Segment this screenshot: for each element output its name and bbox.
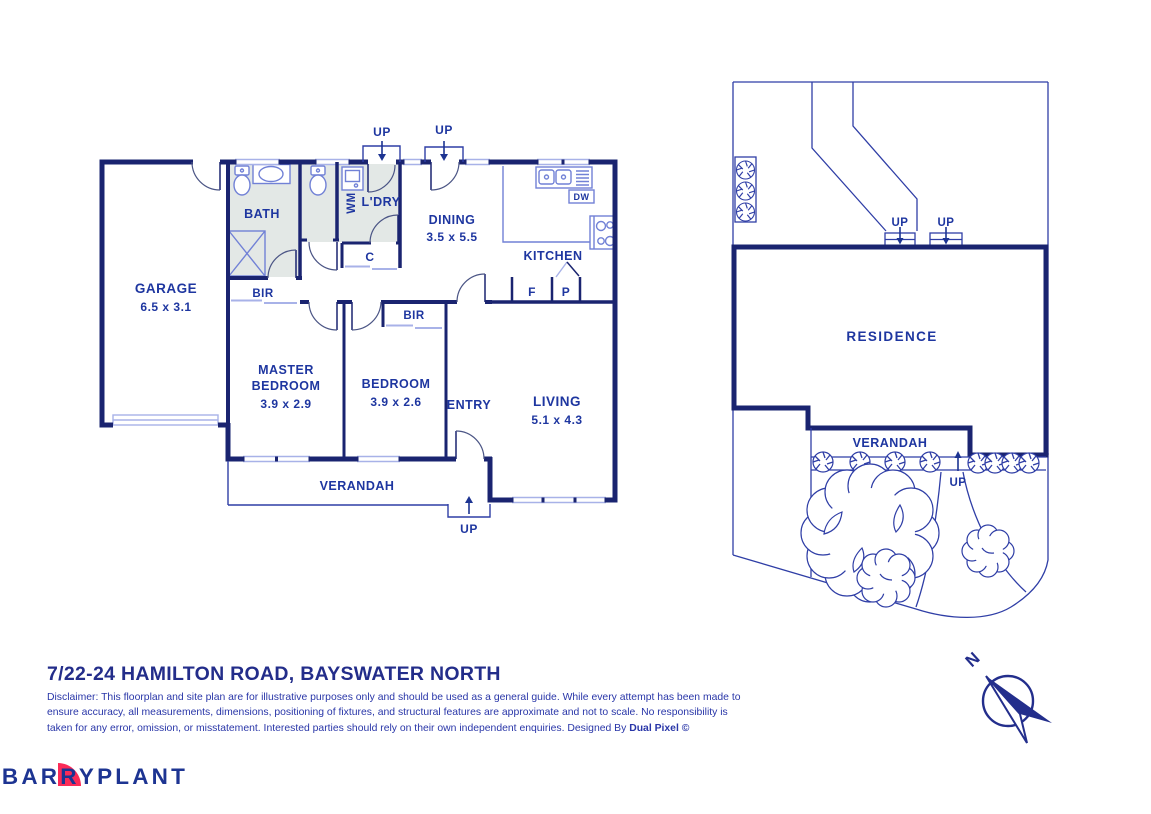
driveway — [811, 82, 918, 232]
living-label: LIVING — [533, 394, 581, 409]
washing-machine-icon — [341, 166, 364, 191]
fridge-label: F — [528, 285, 536, 299]
dining-label: DINING — [429, 213, 476, 227]
verandah-label: VERANDAH — [320, 479, 395, 493]
bush-icon — [884, 451, 906, 473]
sliding-doors — [231, 265, 442, 329]
dishwasher-label: DW — [574, 192, 590, 202]
closet-label: C — [365, 250, 374, 264]
north-label: N — [962, 648, 984, 670]
bush-icon — [812, 451, 834, 473]
kitchen-bench — [502, 166, 590, 243]
floor-plan: GARAGE 6.5 x 3.1 BATH BIR WM L'DRY C DIN… — [99, 123, 618, 536]
pantry-door — [555, 261, 580, 278]
dishwasher-icon — [568, 189, 595, 204]
site-up-left-label: UP — [892, 217, 909, 229]
garage-dims: 6.5 x 3.1 — [140, 300, 191, 314]
address-title: 7/22-24 HAMILTON ROAD, BAYSWATER NORTH — [47, 663, 501, 685]
living-dims: 5.1 x 4.3 — [531, 413, 582, 427]
cooktop-icon — [589, 215, 616, 250]
logo-mark-icon — [58, 763, 81, 786]
bush-icon — [735, 202, 756, 222]
vanity-basin-icon — [252, 163, 291, 185]
master-bedroom-label-1: MASTER — [258, 363, 314, 377]
designer-credit: Dual Pixel © — [629, 722, 690, 734]
bedroom-label: BEDROOM — [362, 377, 431, 391]
disclaimer-text: Disclaimer: This floorplan and site plan… — [47, 690, 747, 736]
entry-label: ENTRY — [447, 398, 492, 412]
wm-label: WM — [346, 192, 358, 213]
master-bedroom-dims: 3.9 x 2.9 — [260, 397, 311, 411]
toilet-icon — [309, 165, 327, 196]
up-label-bottom: UP — [460, 522, 478, 536]
garage-label: GARAGE — [135, 281, 197, 296]
site-up-right-label: UP — [938, 217, 955, 229]
laundry-label: L'DRY — [361, 195, 400, 209]
north-compass-icon: N — [962, 648, 1052, 744]
up-label-top-left: UP — [373, 125, 391, 139]
toilet-icon — [233, 165, 251, 196]
bush-icon — [919, 451, 941, 473]
verandah-outline — [227, 461, 448, 506]
doors — [191, 161, 486, 460]
bush-icon — [735, 160, 756, 180]
bedroom-dims: 3.9 x 2.6 — [370, 395, 421, 409]
bush-icon — [1018, 452, 1040, 474]
site-verandah-label: VERANDAH — [853, 436, 928, 450]
garden-bed — [734, 156, 757, 223]
dining-dims: 3.5 x 5.5 — [426, 230, 477, 244]
bir-bedroom-label: BIR — [403, 310, 425, 322]
bush-icon — [735, 181, 756, 201]
up-arrow-icon — [378, 141, 473, 514]
site-plan: RESIDENCE VERANDAH UP UP UP — [731, 81, 1049, 618]
brand-logo: BARRYPLANT — [2, 763, 188, 789]
disclaimer-body: Disclaimer: This floorplan and site plan… — [47, 692, 741, 734]
bush-icon — [856, 548, 916, 608]
pantry-label: P — [562, 285, 571, 299]
logo-wordmark: BARRYPLANT — [2, 764, 188, 789]
residence-outline — [731, 244, 1049, 458]
up-arrow-icon — [954, 451, 962, 471]
site-entry-steps — [884, 227, 963, 247]
site-boundary-curve — [732, 453, 1049, 618]
master-bedroom-label-2: BEDROOM — [252, 379, 321, 393]
residence-label: RESIDENCE — [846, 329, 937, 344]
kitchen-label: KITCHEN — [523, 249, 582, 263]
bath-label: BATH — [244, 207, 280, 221]
garage-roller-door — [112, 414, 219, 426]
bush-icon — [961, 524, 1015, 578]
bir-master-label: BIR — [252, 288, 274, 300]
kitchen-sink-icon — [535, 166, 593, 189]
garden-up-label: UP — [950, 477, 967, 489]
up-label-top-right: UP — [435, 123, 453, 137]
